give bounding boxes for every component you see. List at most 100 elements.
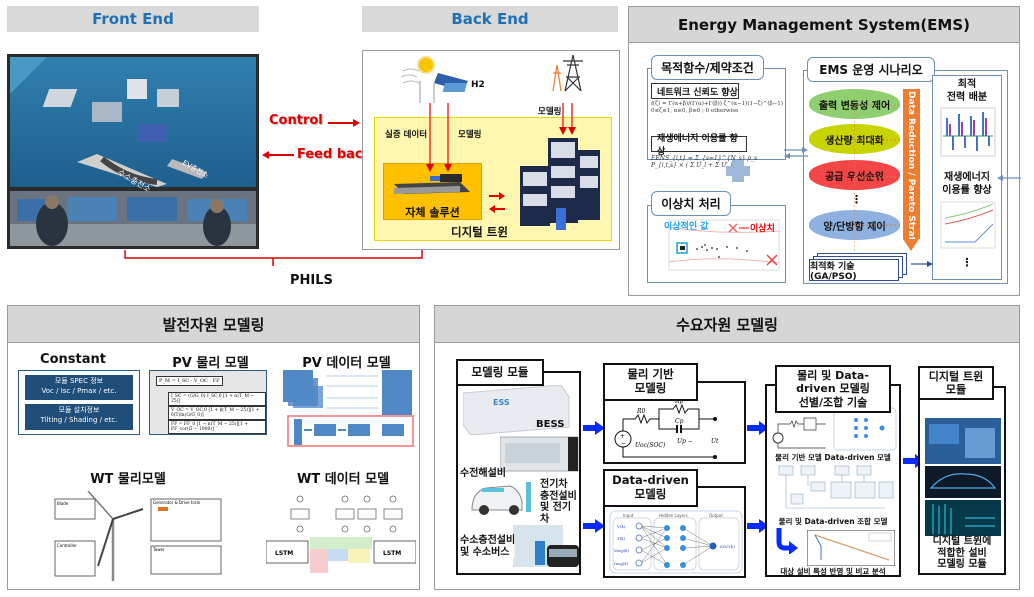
module-spec-detail: Voc / Isc / Pmax / etc. [41,386,117,395]
h2-label: H2 [471,80,485,90]
phils-bracket-icon [124,250,423,266]
nn-input-t: T(k) [617,536,626,541]
combo-modeling-box: 물리 기반 모델 Data-driven 모델 물리 및 Data-driven… [765,384,901,577]
constant-box: 모듈 SPEC 정보 Voc / Isc / Pmax / etc. 모듈 설치… [18,370,140,435]
demand-title: 수요자원 모델링 [435,306,1019,343]
digital-twin-label: 디지털 트윈 [451,225,508,239]
h2-station-label: 수소충전설비 및 수소버스 [460,535,516,558]
pv-formula-isc: I_SC = (G/G_0) I_SC,0 [1 + α(T_M − 25)] [168,392,266,406]
simulator-racks-icon [520,138,600,230]
outlier-label: 이상치 [750,224,775,234]
optimal-power-label: 최적 전력 배분 [946,79,988,103]
combo-caption-models: 물리 기반 모델 Data-driven 모델 [775,453,891,462]
measured-data-label: 실증 데이터 [385,130,428,140]
electrolyzer-image [500,436,579,472]
abnormal-value-label: 이상적인 값 [664,222,709,232]
control-arrow-icon [328,119,360,127]
nn-input-v: V(k) [617,524,626,529]
svg-text:+: + [620,433,625,440]
data-flow-arrows-icon [426,103,576,172]
curved-arrow-icon [776,528,798,554]
own-solution-box: 자체 솔루션 [383,163,482,220]
optimization-arrow-icon [911,261,933,267]
generation-title: 발전자원 모델링 [8,306,419,343]
combo-mini-diagrams [772,407,897,451]
back-end-header: Back End [362,6,618,32]
wt-block-tower: Tower [152,547,165,552]
formula-beta: f(ζ) = Γ(α+β)/(Γ(α)+Γ(β)) ζ^(α−1)(1−ζ)^(… [651,101,783,115]
module-spec-box: 모듈 SPEC 정보 Voc / Isc / Pmax / etc. [25,375,133,400]
modeling-label-grid: 모델링 [538,107,562,117]
nn-header-output: Output [709,513,723,518]
label-rp: Rp [674,399,684,405]
scenario-tag: EMS 운영 시나리오 [807,57,935,82]
wt-block-blade: Blade [57,501,69,506]
nn-header-input: Input [623,513,634,518]
digital-twin-module-title: 디지털 트윈 모듈 [918,366,994,400]
feedback-label: Feed back [297,147,372,162]
comparison-chart [807,530,895,566]
phils-label: PHILS [290,273,333,288]
front-end-image: 수소충전소 EV충전소 [7,54,259,249]
formula-eens: EENS_{i,t} = Σ_{s=1}^{N_s} ρ_s P_{i,t,s}… [651,155,758,169]
optimization-label: 최적화 기술(GA/PSO) [809,259,899,282]
arrow-data-to-combo-icon [747,519,769,533]
front-end-header: Front End [7,6,259,32]
nn-input-iavg: Iavg(k) [613,561,629,566]
control-label: Control [269,113,323,128]
nn-header-hidden: Hidden Layers [659,513,688,518]
ev-label: 전기차 충전설비 및 전기차 [540,479,577,525]
wt-data-label: WT 데이터 모델 [296,472,390,487]
modeling-label-source: 모델링 [458,130,482,140]
renewable-sources-icon [400,56,468,103]
ev-charger-image [471,482,531,515]
ems-panel: Energy Management System(EMS) 목적함수/제약조건 … [628,6,1021,296]
pv-physical-box: P_M = I_SC · V_OC · FF I_SC = (G/G_0) I_… [149,370,267,435]
renewable-result-label: 재생에너지 이용률 향상 [942,172,992,196]
label-ut: Ut [711,438,719,445]
h2-station-image [513,525,579,567]
label-r0: R0 [636,408,646,415]
front-end-label: Front End [92,10,174,28]
renewable-utilization-item: 재생에너지 이용률 향상 [651,134,747,157]
ems-title: Energy Management System(EMS) [629,7,1019,43]
combo-hybrid-diagram [778,465,894,509]
strategy-banner: Data Reduction / Pareto Strategy [903,89,920,259]
pv-formula-pm: P_M = I_SC · V_OC · FF [156,376,223,386]
scenario-ellipsis: ⋮ [851,193,862,206]
objective-tag: 목적함수/제약조건 [651,55,764,80]
neural-network-diagram: Input Hidden Layers Output V(k) T(k) Vav… [609,510,743,574]
demand-panel: 수요자원 모델링 ESS BESS 수전해설비 전기차 충전설비 및 전기차 수… [434,305,1020,590]
pv-formula-voc: V_OC = V_OC,0 [1 + β(T_M − 25)][1 + δ(T)… [168,406,266,420]
power-dispatch-chart [940,107,996,157]
own-solution-label: 자체 솔루션 [405,206,460,219]
wt-physical-diagram: Blade Controller Generator & Drive train… [54,491,222,581]
ess-container-image: ESS [463,385,570,435]
modeling-modules-title: 모델링 모듈 [456,359,544,386]
renewable-utilization-chart [940,201,996,249]
results-feedback-arrow-icon [997,175,1021,181]
pv-formula-ff: FF = FF_0 [1 − κ(T_M − 25)][1 + FF_cor(G… [168,420,266,434]
nn-input-vavg: Vavg(k) [614,548,630,553]
strategy-banner-tip [903,239,919,251]
dotted-connectors [854,105,900,261]
modeling-modules-box: ESS BESS 수전해설비 전기차 충전설비 및 전기차 수소충전설비 및 수… [456,371,581,575]
network-reliability-item: 네트워크 신뢰도 향상 [651,83,739,99]
arrow-physics-to-combo-icon [747,421,769,435]
wt-lstm-diagram: LSTM LSTM [266,495,416,573]
results-ellipsis: ⋮ [961,256,973,269]
module-install-box: 모듈 설치정보 Tilting / Shading / etc. [25,404,133,430]
bidirectional-arrows-icon [489,192,505,213]
module-install-detail: Tilting / Shading / etc. [40,415,118,424]
combo-caption-analysis: 대상 설비 특성 반영 및 비교 분석 [780,567,886,576]
digital-twin-area: 실증 데이터 모델링 자체 솔루션 [374,117,612,241]
plus-connector-bar [726,166,750,176]
label-up: Up − [677,438,693,445]
digital-twin-caption: 디지털 트윈에 적합한 설비 모델링 모듈 [932,536,992,570]
label-cp: Cp [675,418,684,425]
pv-data-label: PV 데이터 모델 [302,356,391,371]
bess-label: BESS [536,419,565,430]
combo-modeling-title: 물리 및 Data- driven 모델링 선별/조합 기술 [775,365,891,413]
lstm-label-left: LSTM [275,550,293,557]
module-install-title: 모듈 설치정보 [58,406,100,414]
